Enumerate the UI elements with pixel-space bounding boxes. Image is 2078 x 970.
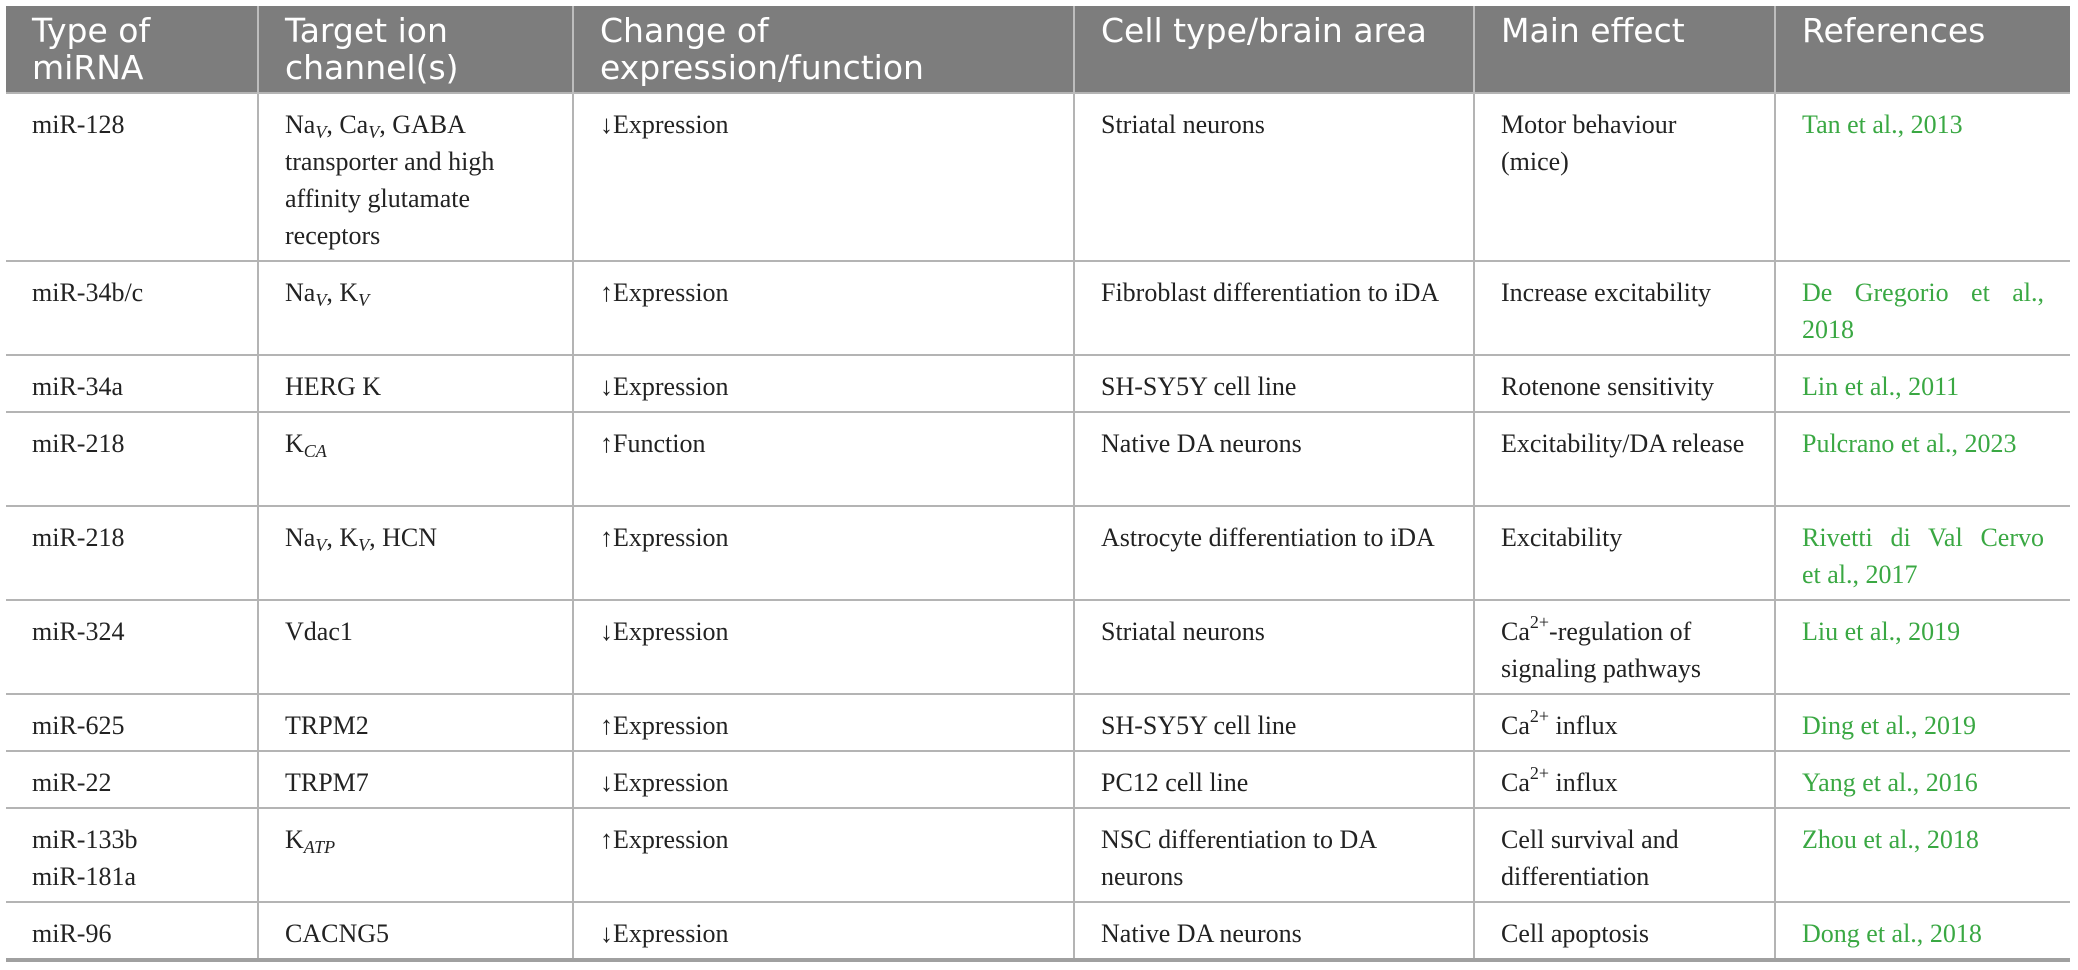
cell-target: NaV, KV xyxy=(257,260,574,356)
table-row: miR-22 TRPM7 ↓Expression PC12 cell line … xyxy=(6,750,2070,809)
table-row: miR-324 Vdac1 ↓Expression Striatal neuro… xyxy=(6,599,2070,695)
cell-target: TRPM2 xyxy=(257,693,574,752)
reference-link[interactable]: Pulcrano et al., 2023 xyxy=(1802,429,2017,458)
cell-reference: Ding et al., 2019 xyxy=(1774,693,2070,752)
reference-link[interactable]: Yang et al., 2016 xyxy=(1802,768,1978,797)
cell-target: HERG K xyxy=(257,354,574,413)
mirna-ion-channel-table: Type of miRNA Target ion channel(s) Chan… xyxy=(6,6,2070,962)
cell-reference: Dong et al., 2018 xyxy=(1774,901,2070,962)
cell-mirna: miR-218 xyxy=(6,505,259,601)
cell-effect: Ca2+ influx xyxy=(1473,693,1776,752)
cell-mirna: miR-96 xyxy=(6,901,259,962)
cell-target: CACNG5 xyxy=(257,901,574,962)
table-row: miR-34b/c NaV, KV ↑Expression Fibroblast… xyxy=(6,260,2070,356)
reference-link[interactable]: Ding et al., 2019 xyxy=(1802,711,1977,740)
cell-cell-type: Striatal neurons xyxy=(1073,599,1475,695)
cell-cell-type: Striatal neurons xyxy=(1073,92,1475,262)
header-change-of-expression: Change of expression/function xyxy=(572,6,1074,93)
header-main-effect: Main effect xyxy=(1473,6,1775,93)
cell-cell-type: NSC differentiation to DA neurons xyxy=(1073,807,1475,903)
cell-change: ↑Expression xyxy=(572,505,1075,601)
reference-link[interactable]: De Gregorio et al.,2018 xyxy=(1802,278,2044,344)
cell-target: KATP xyxy=(257,807,574,903)
cell-mirna: miR-34a xyxy=(6,354,259,413)
cell-change: ↓Expression xyxy=(572,354,1075,413)
cell-change: ↑Expression xyxy=(572,807,1075,903)
cell-effect: Excitability xyxy=(1473,505,1776,601)
cell-target: TRPM7 xyxy=(257,750,574,809)
cell-cell-type: Native DA neurons xyxy=(1073,901,1475,962)
header-references: References xyxy=(1774,6,2070,93)
cell-reference: Zhou et al., 2018 xyxy=(1774,807,2070,903)
cell-change: ↑Expression xyxy=(572,260,1075,356)
reference-link[interactable]: Dong et al., 2018 xyxy=(1802,919,1982,948)
reference-link[interactable]: Liu et al., 2019 xyxy=(1802,617,1961,646)
table-row: miR-218 NaV, KV, HCN ↑Expression Astrocy… xyxy=(6,505,2070,601)
cell-cell-type: SH-SY5Y cell line xyxy=(1073,354,1475,413)
cell-change: ↑Expression xyxy=(572,693,1075,752)
header-cell-type: Cell type/brain area xyxy=(1073,6,1474,93)
cell-target: NaV, KV, HCN xyxy=(257,505,574,601)
cell-cell-type: Native DA neurons xyxy=(1073,411,1475,507)
cell-effect: Increase excitability xyxy=(1473,260,1776,356)
cell-target: KCA xyxy=(257,411,574,507)
cell-mirna: miR-22 xyxy=(6,750,259,809)
mirna-ion-channel-table-container: Type of miRNA Target ion channel(s) Chan… xyxy=(6,6,2070,962)
cell-effect: Motor behaviour (mice) xyxy=(1473,92,1776,262)
cell-change: ↓Expression xyxy=(572,901,1075,962)
cell-mirna: miR-128 xyxy=(6,92,259,262)
table-row: miR-96 CACNG5 ↓Expression Native DA neur… xyxy=(6,901,2070,962)
cell-effect: Rotenone sensitivity xyxy=(1473,354,1776,413)
table-row: miR-34a HERG K ↓Expression SH-SY5Y cell … xyxy=(6,354,2070,413)
cell-reference: Tan et al., 2013 xyxy=(1774,92,2070,262)
header-type-of-mirna: Type of miRNA xyxy=(6,6,258,93)
header-target-ion-channels: Target ion channel(s) xyxy=(257,6,573,93)
cell-effect: Ca2+-regulation of signaling pathways xyxy=(1473,599,1776,695)
table-row: miR-218 KCA ↑Function Native DA neurons … xyxy=(6,411,2070,507)
cell-target: NaV, CaV, GABA transporter and high affi… xyxy=(257,92,574,262)
cell-reference: De Gregorio et al.,2018 xyxy=(1774,260,2070,356)
cell-cell-type: PC12 cell line xyxy=(1073,750,1475,809)
cell-mirna: miR-218 xyxy=(6,411,259,507)
cell-change: ↑Function xyxy=(572,411,1075,507)
table-header-row: Type of miRNA Target ion channel(s) Chan… xyxy=(6,6,2070,93)
cell-mirna: miR-324 xyxy=(6,599,259,695)
cell-reference: Lin et al., 2011 xyxy=(1774,354,2070,413)
table-row: miR-128 NaV, CaV, GABA transporter and h… xyxy=(6,92,2070,262)
cell-reference: Liu et al., 2019 xyxy=(1774,599,2070,695)
cell-cell-type: SH-SY5Y cell line xyxy=(1073,693,1475,752)
cell-mirna: miR-625 xyxy=(6,693,259,752)
table-row: miR-625 TRPM2 ↑Expression SH-SY5Y cell l… xyxy=(6,693,2070,752)
cell-cell-type: Astrocyte differentiation to iDA xyxy=(1073,505,1475,601)
reference-link[interactable]: Lin et al., 2011 xyxy=(1802,372,1960,401)
cell-change: ↓Expression xyxy=(572,599,1075,695)
cell-reference: Yang et al., 2016 xyxy=(1774,750,2070,809)
cell-change: ↓Expression xyxy=(572,92,1075,262)
cell-effect: Cell apoptosis xyxy=(1473,901,1776,962)
cell-change: ↓Expression xyxy=(572,750,1075,809)
cell-reference: Pulcrano et al., 2023 xyxy=(1774,411,2070,507)
cell-target: Vdac1 xyxy=(257,599,574,695)
cell-effect: Cell survival and differentiation xyxy=(1473,807,1776,903)
cell-effect: Excitability/DA release xyxy=(1473,411,1776,507)
cell-mirna: miR-34b/c xyxy=(6,260,259,356)
cell-cell-type: Fibroblast differentiation to iDA xyxy=(1073,260,1475,356)
reference-link[interactable]: Tan et al., 2013 xyxy=(1802,110,1963,139)
reference-link[interactable]: Zhou et al., 2018 xyxy=(1802,825,1979,854)
cell-effect: Ca2+ influx xyxy=(1473,750,1776,809)
